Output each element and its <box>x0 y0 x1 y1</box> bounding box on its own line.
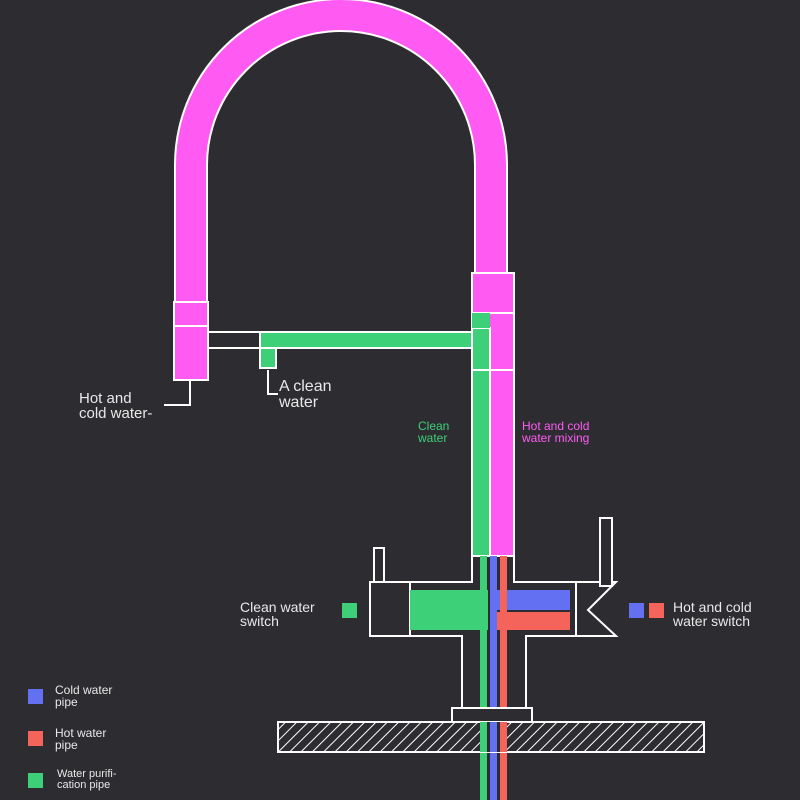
mounting-flange <box>451 707 533 723</box>
legend-swatch-cold <box>28 689 43 704</box>
hot-cold-switch-body <box>575 581 619 637</box>
cold-mix-channel <box>490 590 570 610</box>
legend-swatch-hot <box>28 731 43 746</box>
clean-water-tube-end <box>207 331 261 349</box>
clean-switch-body <box>369 581 411 637</box>
clean-switch-channel <box>410 590 488 630</box>
hot-water-pipe <box>500 556 507 800</box>
purification-pipe <box>480 556 487 800</box>
legend-swatch-purification <box>28 773 43 788</box>
clean-water-channel-top <box>472 313 490 328</box>
faucet-body-upper <box>471 272 515 314</box>
cold-water-pipe <box>490 556 497 800</box>
hot-cold-switch-lever <box>599 517 613 587</box>
spray-head <box>173 301 209 381</box>
clean-outlet-leader <box>267 370 278 395</box>
outlet-leader <box>164 380 191 406</box>
spout-hose-fill <box>176 0 506 305</box>
clean-switch-lever <box>373 547 385 583</box>
legend-label-purification: Water purifi-cation pipe <box>57 768 117 791</box>
clean-water-nozzle <box>259 347 277 369</box>
hot-mix-channel <box>496 612 570 630</box>
cold-switch-indicator <box>629 603 644 618</box>
clean-switch-indicator <box>342 603 357 618</box>
hot-switch-indicator <box>649 603 664 618</box>
clean-water-channel <box>471 327 491 557</box>
